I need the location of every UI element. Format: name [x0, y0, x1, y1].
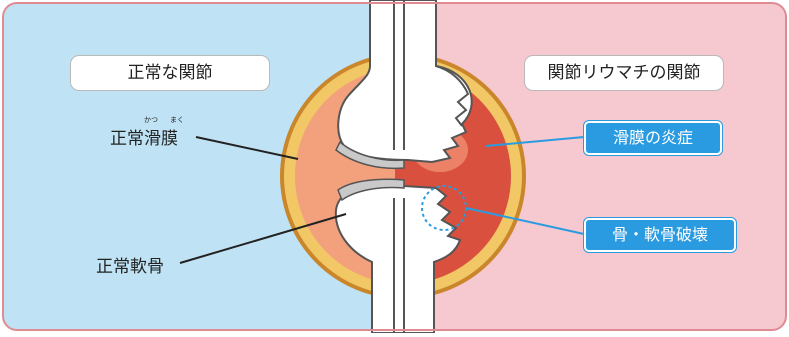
normal-synovium-label: 正常滑膜 — [110, 124, 178, 149]
left-panel-title: 正常な関節 — [70, 55, 270, 91]
right-panel-title: 関節リウマチの関節 — [524, 55, 724, 91]
destruction-badge: 骨・軟骨破壊 — [584, 218, 736, 252]
normal-cartilage-label: 正常軟骨 — [96, 252, 164, 277]
inflammation-badge: 滑膜の炎症 — [584, 121, 722, 155]
